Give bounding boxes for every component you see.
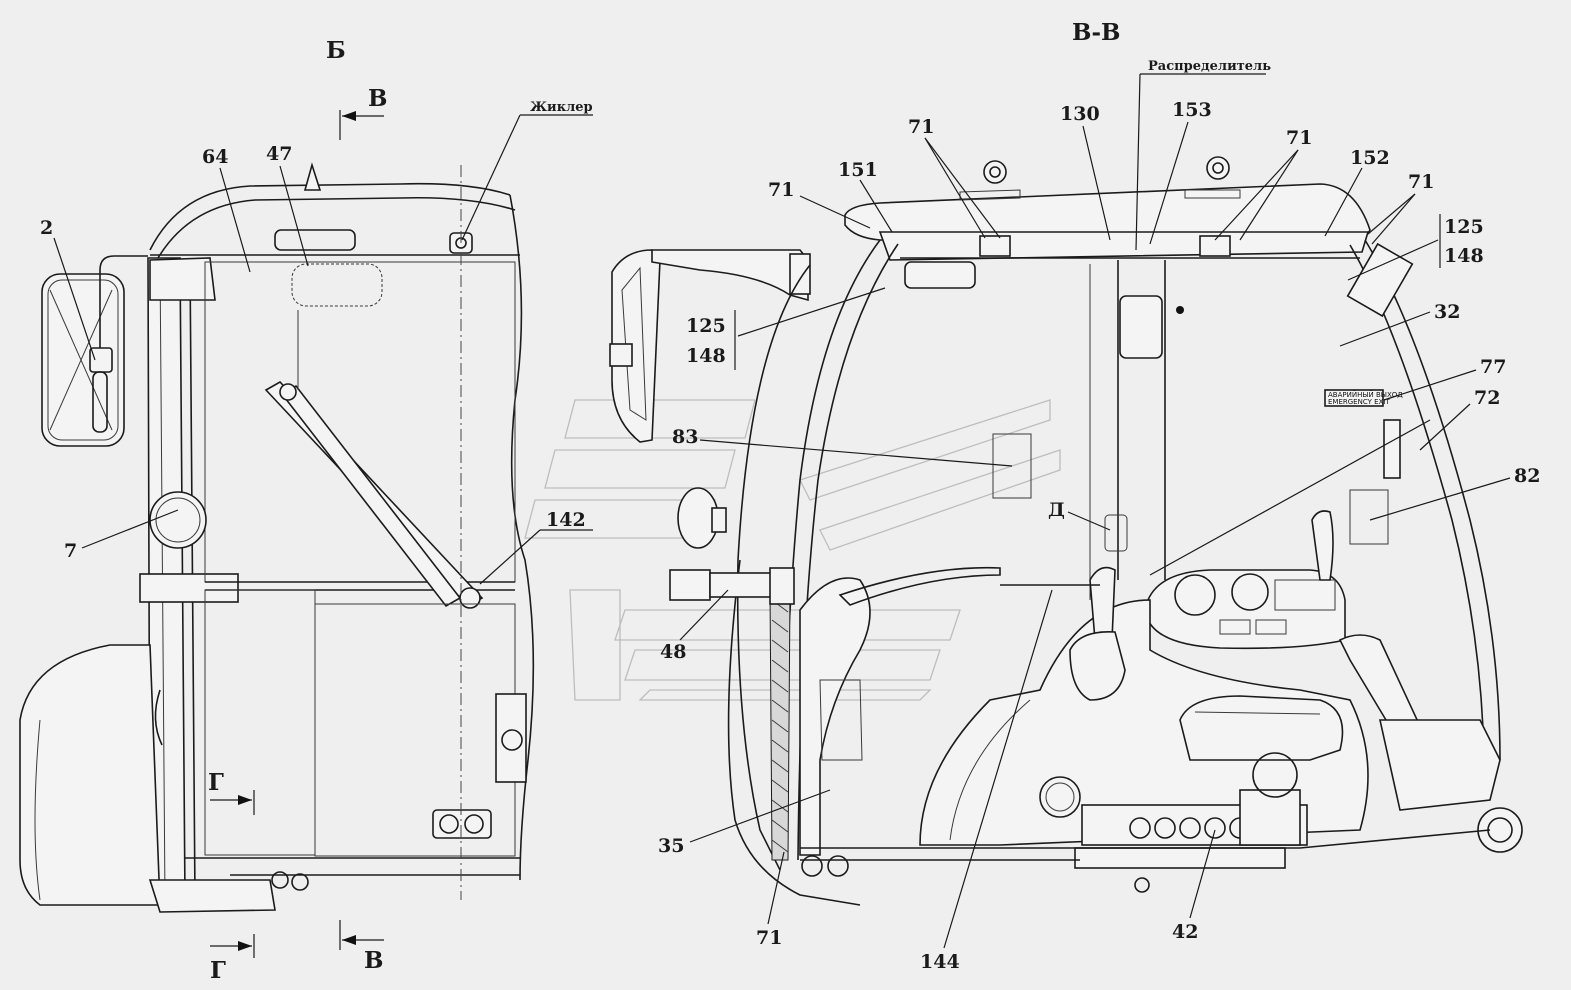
cab-front-view	[19, 162, 535, 913]
label-7: 7	[64, 540, 77, 562]
view-v-v-title: В-В	[1072, 19, 1120, 46]
view-v-v: В-В	[609, 19, 1540, 973]
label-71-b: 71	[768, 179, 794, 201]
label-g-bottom: Г	[210, 957, 226, 984]
external-mirror	[609, 249, 811, 443]
label-42: 42	[1172, 921, 1198, 943]
label-144: 144	[920, 951, 960, 973]
label-153: 153	[1172, 99, 1212, 121]
label-125-left: 125	[686, 315, 726, 337]
plate-line-1: АВАРИЙНЫЙ ВЫХОД	[1328, 390, 1403, 399]
label-g-mid: Г	[208, 769, 224, 796]
callouts-left: 2 64 47 7 142 Жиклер	[40, 100, 593, 585]
label-64: 64	[202, 146, 228, 168]
side-mirror	[41, 255, 148, 447]
callouts-right: Распределитель 71 151 71 130 153 71 152 …	[658, 59, 1540, 973]
label-125-right: 125	[1444, 216, 1484, 238]
cab-interior: АВАРИЙНЫЙ ВЫХОД EMERGENCY EXIT	[799, 242, 1523, 893]
label-35: 35	[658, 835, 684, 857]
label-v-bottom: В	[364, 947, 383, 974]
cab-roof	[844, 156, 1371, 289]
label-148-left: 148	[686, 345, 726, 367]
label-83: 83	[672, 426, 698, 448]
cab-frame	[727, 239, 1501, 906]
label-32: 32	[1434, 301, 1460, 323]
label-151: 151	[838, 159, 878, 181]
view-b: В В Г Г Б 2 64 47	[19, 37, 593, 984]
label-v-top: В	[368, 85, 387, 112]
label-152: 152	[1350, 147, 1390, 169]
view-b-title: Б	[326, 37, 346, 64]
label-142: 142	[546, 509, 586, 531]
label-71-a: 71	[908, 116, 934, 138]
label-77: 77	[1480, 356, 1506, 378]
work-lights	[669, 487, 795, 605]
note-jet: Жиклер	[530, 100, 593, 115]
label-2: 2	[40, 217, 53, 239]
note-distributor: Распределитель	[1148, 59, 1271, 74]
section-mark-v-top: В	[339, 85, 387, 140]
label-130: 130	[1060, 103, 1100, 125]
label-148-right: 148	[1444, 245, 1484, 267]
plate-line-2: EMERGENCY EXIT	[1328, 398, 1390, 406]
section-mark-v-bottom: В	[339, 920, 384, 974]
section-mark-g-mid: Г	[208, 769, 255, 815]
callout-d: Д	[1048, 499, 1065, 521]
label-47: 47	[266, 143, 292, 165]
section-mark-g-bottom: Г	[210, 934, 255, 984]
label-71-e: 71	[756, 927, 782, 949]
label-71-d: 71	[1408, 171, 1434, 193]
label-82: 82	[1514, 465, 1540, 487]
label-71-c: 71	[1286, 127, 1312, 149]
label-72: 72	[1474, 387, 1500, 409]
label-48: 48	[660, 641, 686, 663]
watermark-logo	[524, 399, 1061, 701]
